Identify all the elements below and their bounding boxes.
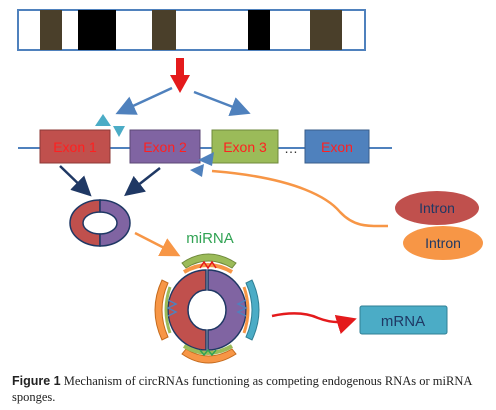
split-arrow-right	[193, 90, 251, 116]
circrna-large	[167, 269, 247, 351]
splice-triangle	[113, 126, 125, 137]
circrna-small	[69, 199, 131, 247]
intron-orange: Intron	[403, 226, 483, 260]
figure-caption-text: Mechanism of circRNAs functioning as com…	[12, 374, 472, 404]
intron-orange-label: Intron	[425, 235, 461, 251]
gene-band	[248, 10, 270, 50]
split-arrow-left	[115, 86, 173, 115]
intron-lariat-curve	[211, 169, 389, 228]
transcription-arrow	[170, 58, 190, 93]
circularization-arrow-left	[59, 165, 92, 197]
figure-caption: Figure 1 Mechanism of circRNAs functioni…	[12, 373, 490, 405]
figure-label: Figure 1	[12, 374, 61, 388]
splice-triangle	[95, 114, 111, 126]
mirna-left	[154, 279, 178, 341]
mirna-label: miRNA	[186, 230, 234, 247]
mrna-arrow	[271, 312, 357, 335]
gene-band	[152, 10, 176, 50]
sponge-arrow	[134, 231, 181, 257]
exon-3: Exon 3	[211, 129, 279, 164]
intron-red: Intron	[395, 191, 479, 225]
exon-1-label: Exon 1	[53, 139, 97, 155]
exon-1: Exon 1	[39, 129, 111, 164]
gene-bar	[17, 9, 366, 51]
mirna-top	[181, 253, 237, 274]
exon-2-label: Exon 2	[143, 139, 187, 155]
ellipsis-text: …	[284, 140, 298, 156]
exon-3-label: Exon 3	[223, 139, 267, 155]
gene-band	[78, 10, 116, 50]
mirna-right	[236, 279, 260, 341]
intron-red-label: Intron	[419, 200, 455, 216]
mrna-box: mRNA	[359, 305, 448, 335]
exon-2: Exon 2	[129, 129, 201, 164]
exon-4: Exon	[304, 129, 370, 164]
gene-band	[310, 10, 342, 50]
exon-4-label: Exon	[321, 139, 353, 155]
splice-triangle	[198, 152, 214, 166]
circularization-arrow-right	[124, 167, 161, 197]
mirna-bottom	[181, 344, 237, 364]
mrna-label: mRNA	[381, 313, 425, 330]
gene-band	[40, 10, 62, 50]
splice-triangle	[190, 164, 204, 177]
